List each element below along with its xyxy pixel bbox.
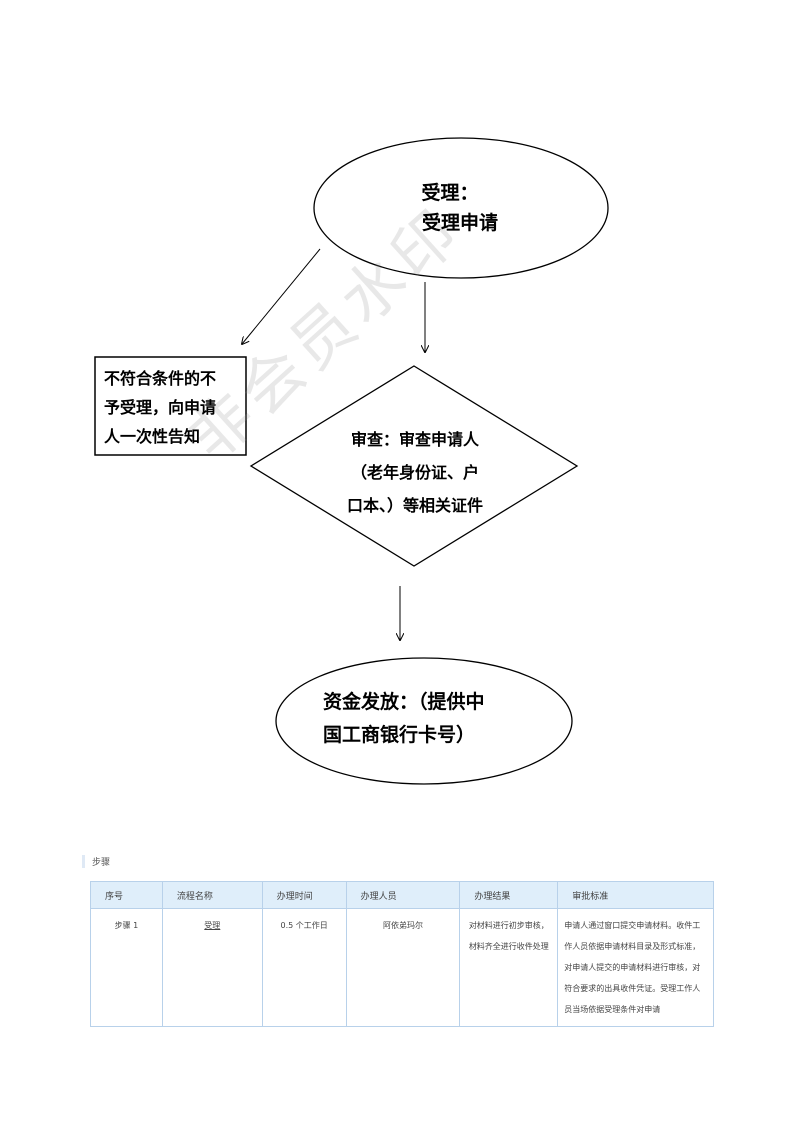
step-name-link[interactable]: 受理 [204,921,221,930]
table-row: 步骤 1 受理 0.5 个工作日 阿依弟玛尔 对材料进行初步审核，材料齐全进行收… [90,908,714,1027]
cell-seq: 步骤 1 [90,908,163,1027]
reject-line-1: 不符合条件的不 [104,369,217,388]
review-diamond [249,365,579,567]
header-result: 办理结果 [459,881,559,909]
header-name: 流程名称 [161,881,263,909]
cell-result: 对材料进行初步审核，材料齐全进行收件处理 [459,908,559,1027]
arrow-to-reject [242,248,321,344]
header-standard: 审批标准 [557,881,714,909]
cell-person: 阿依弟玛尔 [345,908,461,1027]
review-line-2: （老年身份证、户 [350,463,479,482]
start-title: 受理： [421,182,479,204]
header-seq: 序号 [90,881,163,909]
cell-time: 0.5 个工作日 [261,908,347,1027]
cell-name: 受理 [161,908,263,1027]
header-person: 办理人员 [345,881,461,909]
reject-box [94,356,247,456]
review-text: 审查：审查申请人 （老年身份证、户 口本、）等相关证件 [330,423,500,522]
reject-line-3: 人一次性告知 [104,427,201,446]
fund-line-1: 资金发放：（提供中 [323,691,485,713]
steps-table: 序号 流程名称 办理时间 办理人员 办理结果 审批标准 步骤 1 受理 0.5 … [90,881,714,1027]
start-ellipse [313,137,609,279]
fund-text: 资金发放：（提供中 国工商银行卡号） [323,686,533,752]
fund-ellipse [275,657,573,785]
reject-line-2: 予受理，向申请 [104,398,217,417]
fund-line-2: 国工商银行卡号） [323,724,476,746]
table-header-row: 序号 流程名称 办理时间 办理人员 办理结果 审批标准 [90,881,714,909]
reject-text: 不符合条件的不 予受理，向申请 人一次性告知 [104,364,244,451]
review-line-1: 审查：审查申请人 [350,430,479,449]
header-time: 办理时间 [261,881,347,909]
start-subtitle: 受理申请 [421,212,498,234]
section-label: 步骤 [82,855,110,868]
review-line-3: 口本、）等相关证件 [346,496,483,515]
cell-standard: 申请人通过窗口提交申请材料。收件工作人员依据申请材料目录及形式标准，对申请人提交… [557,908,714,1027]
